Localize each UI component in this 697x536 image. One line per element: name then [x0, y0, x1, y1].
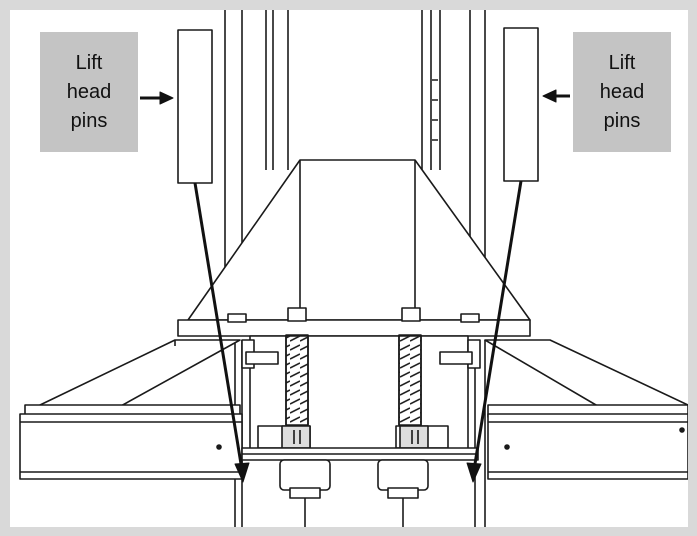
- pointer-arrow-left: [193, 182, 250, 483]
- label-line: pins: [603, 109, 641, 132]
- lower-nuts: [279, 459, 429, 527]
- lift-head-housing: [187, 159, 531, 321]
- label-lift-head-pins-left: Lift head pins: [40, 32, 138, 152]
- spring-left: [285, 334, 309, 426]
- clamp-right: [395, 425, 449, 449]
- label-line: Lift: [608, 51, 636, 74]
- label-arrow-left: [140, 91, 174, 105]
- label-arrow-right: [542, 89, 570, 103]
- label-line: Lift: [75, 51, 103, 74]
- label-line: pins: [70, 109, 108, 132]
- label-line: head: [599, 80, 645, 103]
- clamp-left: [257, 425, 311, 449]
- arm-right: [484, 339, 688, 480]
- label-line: head: [66, 80, 112, 103]
- crossbar: [241, 447, 479, 461]
- arm-left: [19, 339, 243, 480]
- lift-head-pin-left: [177, 29, 213, 184]
- spring-right: [398, 334, 422, 426]
- pointer-arrow-right: [466, 180, 523, 483]
- diagram-canvas: Lift head pins Lift head pins: [10, 10, 688, 527]
- lift-head-pin-right: [503, 27, 539, 182]
- label-lift-head-pins-right: Lift head pins: [573, 32, 671, 152]
- lift-head-drawing: [19, 10, 688, 527]
